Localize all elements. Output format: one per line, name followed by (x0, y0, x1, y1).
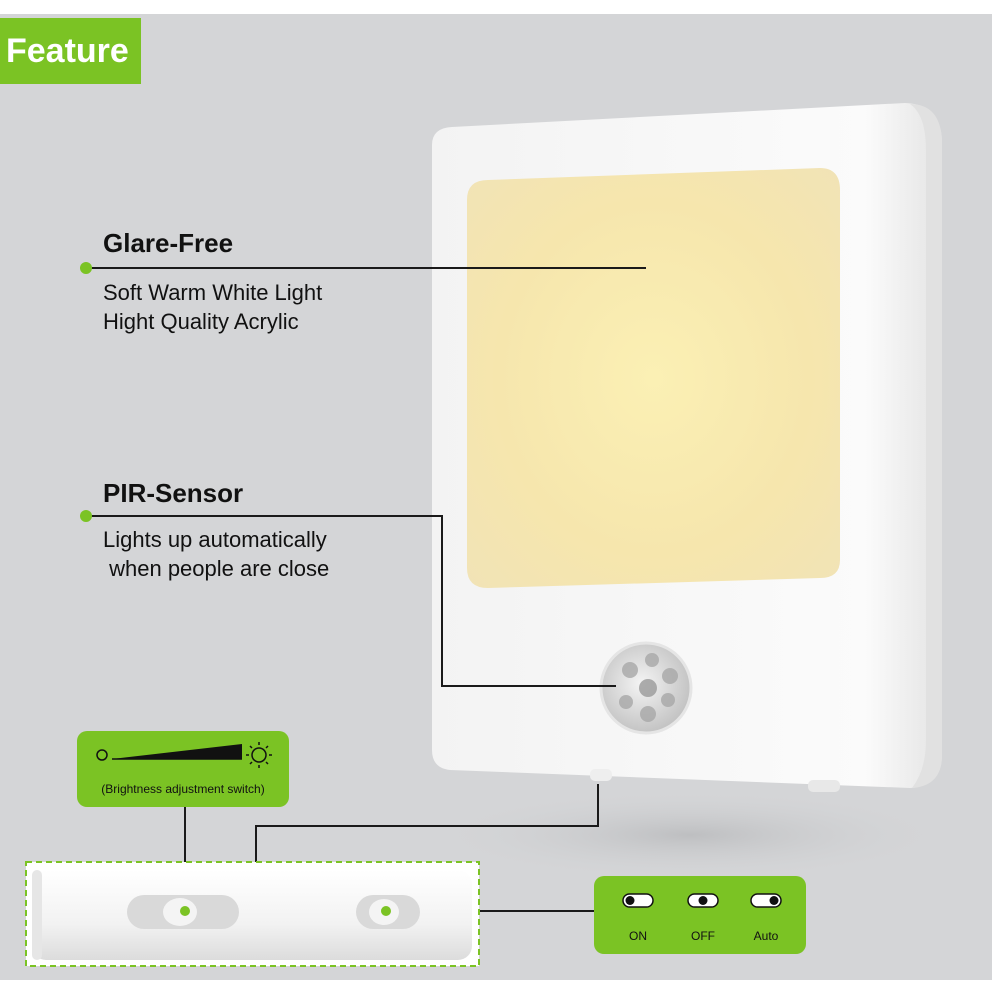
pir-sensor-title: PIR-Sensor (103, 478, 244, 508)
pir-sensor-dot (80, 510, 92, 522)
pir-lens-facets (619, 653, 678, 722)
switch-auto-icon (750, 893, 782, 908)
switch-stub-2 (808, 780, 840, 792)
mode-label-auto: Auto (753, 929, 779, 943)
glare-free-line-1: Soft Warm White Light (103, 280, 323, 305)
switch-off-icon (687, 893, 719, 908)
moon-dim-icon (96, 749, 108, 761)
bottom-switch-leader (255, 784, 599, 862)
glare-free-line-2: Hight Quality Acrylic (103, 309, 299, 334)
glare-free-dot (80, 262, 92, 274)
mode-label-off: OFF (691, 929, 715, 943)
brightness-knob-dot (180, 906, 190, 916)
brightness-ramp (112, 744, 242, 759)
feature-badge: Feature (0, 18, 141, 84)
sun-bright-icon (246, 742, 272, 768)
switch-stub (590, 769, 612, 781)
mode-knob-dot (381, 906, 391, 916)
brightness-caption: (Brightness adjustment switch) (101, 782, 265, 796)
glow-panel (467, 168, 840, 588)
closeup-bar (32, 870, 472, 960)
brightness-knob (163, 898, 197, 926)
pir-sensor-line-2: when people are close (103, 556, 330, 581)
glare-free-title: Glare-Free (103, 228, 234, 258)
mode-label-on: ON (629, 929, 647, 943)
closeup-bar-edge (32, 870, 42, 960)
device-side-edge (910, 104, 942, 788)
floor-shadow (430, 790, 950, 880)
night-light-device (432, 103, 942, 792)
pir-sensor-line-1: Lights up automatically (103, 527, 327, 552)
switch-on-icon (622, 893, 654, 908)
pir-sensor-leader (86, 515, 616, 687)
